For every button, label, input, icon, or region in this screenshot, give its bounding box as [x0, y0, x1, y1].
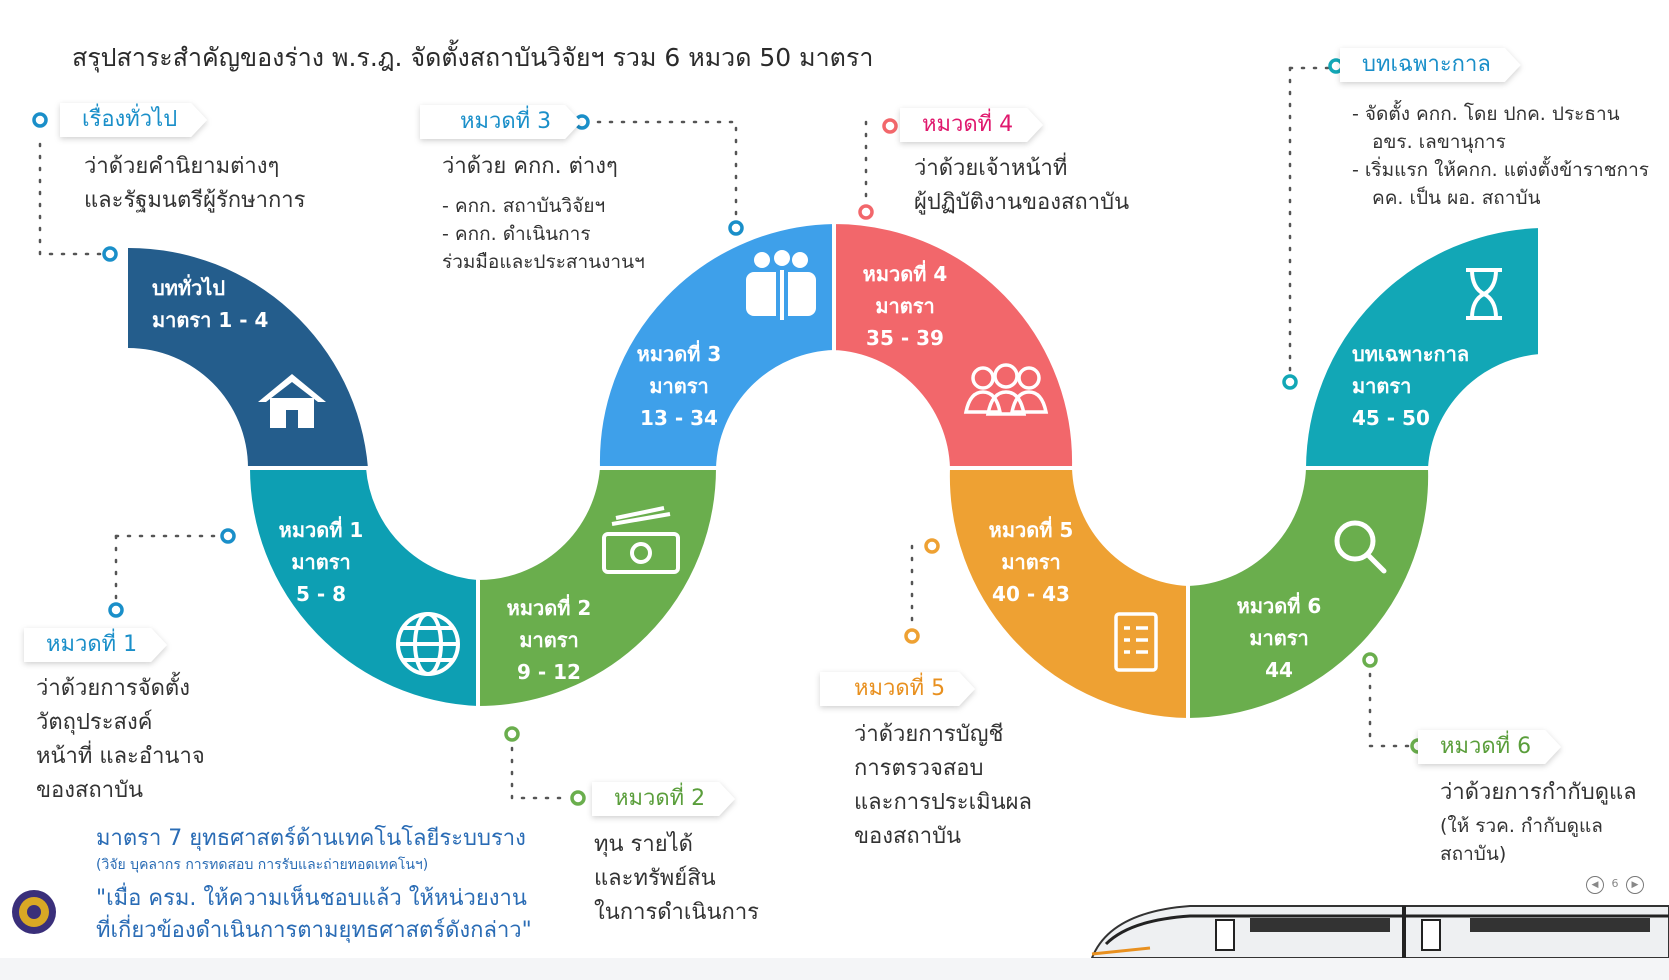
segment-ch5	[945, 466, 1190, 723]
next-page-icon[interactable]: ▶	[1626, 876, 1644, 894]
train-graphic	[1090, 905, 1669, 958]
note-line-4: ที่เกี่ยวข้องดำเนินการตามยุทธศาสตร์ดังกล…	[96, 918, 532, 943]
callout-ch6-text: (ให้ รวค. กำกับดูแลสถาบัน)	[1440, 815, 1603, 865]
tag-ch1: หมวดที่ 1	[24, 628, 167, 662]
note-line-3: "เมื่อ ครม. ให้ความเห็นชอบแล้ว ให้หน่วยง…	[96, 886, 527, 911]
tag-general: เรื่องทั่วไป	[60, 103, 207, 137]
page-title: สรุปสาระสำคัญของร่าง พ.ร.ฎ. จัดตั้งสถาบั…	[72, 43, 874, 72]
tag-ch5: หมวดที่ 5	[820, 672, 975, 706]
segment-ch2	[476, 466, 721, 711]
callout-ch4-text: ว่าด้วยเจ้าหน้าที่ผู้ปฏิบัติงานของสถาบัน	[914, 156, 1130, 215]
callout-ch5-text: ว่าด้วยการบัญชีการตรวจสอบ และการประเมินผ…	[854, 722, 1032, 849]
house-icon	[258, 374, 326, 428]
note-line-2: (วิจัย บุคลากร การทดสอบ การรับและถ่ายทอด…	[96, 857, 429, 873]
callout-ch2-text: ทุน รายได้และทรัพย์สินในการดำเนินการ	[594, 832, 759, 925]
prev-page-icon[interactable]: ◀	[1586, 876, 1604, 894]
tag-transitional: บทเฉพาะกาล	[1340, 48, 1521, 82]
hourglass-icon	[1466, 268, 1502, 320]
pager: ◀ 6 ▶	[1586, 876, 1644, 894]
document-icon	[1114, 612, 1158, 672]
tag-ch6: หมวดที่ 6	[1418, 730, 1561, 764]
tag-ch3: หมวดที่ 3	[420, 105, 581, 139]
page-number: 6	[1611, 877, 1619, 890]
globe-icon	[396, 612, 460, 676]
people-icon	[746, 250, 816, 320]
money-icon	[602, 506, 680, 574]
group-icon	[963, 363, 1049, 416]
segment-transitional	[1301, 223, 1542, 470]
slide: สรุปสาระสำคัญของร่าง พ.ร.ฎ. จัดตั้งสถาบั…	[0, 0, 1669, 958]
roadmap-diagram	[12, 58, 1669, 958]
segment-ch1	[245, 466, 480, 711]
note-line-1: มาตรา 7 ยุทธศาสตร์ด้านเทคโนโลยีระบบราง	[96, 826, 526, 851]
segment-general-label: บททั่วไปมาตรา 1 - 4	[152, 276, 269, 332]
callout-ch3-head: ว่าด้วย คกก. ต่างๆ	[442, 154, 618, 179]
tag-ch4: หมวดที่ 4	[900, 108, 1043, 142]
emblem-logo	[12, 890, 56, 934]
callout-ch6-head: ว่าด้วยการกำกับดูแล	[1440, 780, 1637, 805]
callout-ch3-text: - คกก. สถาบันวิจัยฯ- คกก. ดำเนินการร่วมม…	[442, 195, 645, 273]
callout-general-text: ว่าด้วยคำนิยามต่างๆและรัฐมนตรีผู้รักษากา…	[84, 154, 306, 213]
callout-ch1-text: ว่าด้วยการจัดตั้งวัตถุประสงค์ หน้าที่ แล…	[36, 676, 205, 803]
callout-transitional-text: - จัดตั้ง คกก. โดย ปกค. ประธาน อขร. เลขา…	[1352, 103, 1649, 209]
search-icon	[1334, 520, 1387, 574]
tag-ch2: หมวดที่ 2	[592, 782, 735, 816]
